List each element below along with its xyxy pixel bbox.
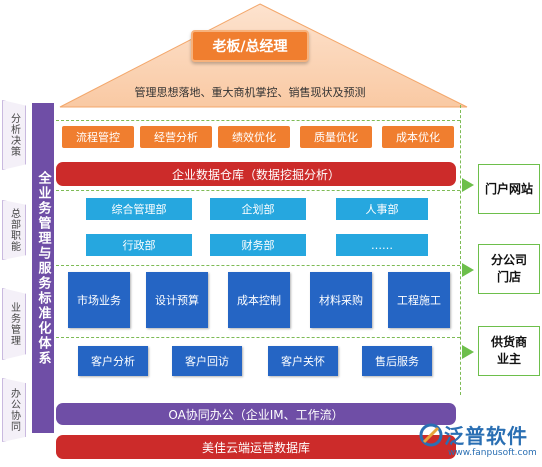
customer-item: 客户分析 [78, 346, 148, 376]
data-warehouse-label: 企业数据仓库（数据挖掘分析） [171, 167, 340, 182]
boss-label: 老板/总经理 [212, 39, 288, 55]
side-tag-business: 业务管理 [2, 288, 26, 360]
oa-label: OA协同办公（企业IM、工作流） [168, 407, 344, 422]
right-box: 分公司门店 [478, 244, 540, 294]
side-tag-analysis: 分析决策 [2, 100, 26, 170]
right-box: 供货商业主 [478, 326, 540, 376]
arrow-icon [462, 263, 474, 277]
analysis-item: 经营分析 [140, 126, 212, 148]
divider-line [56, 190, 460, 191]
business-item: 成本控制 [228, 272, 290, 328]
analysis-item: 质量优化 [300, 126, 372, 148]
department-item: 综合管理部 [86, 198, 192, 220]
boss-box: 老板/总经理 [191, 30, 309, 62]
business-item: 工程施工 [388, 272, 450, 328]
side-tag-office: 办公协同 [2, 378, 26, 442]
logo-icon [419, 423, 443, 447]
data-warehouse-bar: 企业数据仓库（数据挖掘分析） [56, 162, 456, 186]
watermark-logo: 泛普软件 www.fanpusoft.com [418, 418, 542, 464]
oa-bar: OA协同办公（企业IM、工作流） [56, 403, 456, 425]
divider-line [56, 120, 460, 121]
divider-line [56, 265, 460, 266]
frame-right-line [460, 105, 461, 395]
pillar: 全业务管理与服务标准化体系 [32, 103, 54, 433]
department-item: 人事部 [336, 198, 428, 220]
logo-url: www.fanpusoft.com [448, 448, 537, 458]
customer-item: 售后服务 [362, 346, 432, 376]
analysis-item: 流程管控 [62, 126, 134, 148]
right-box: 门户网站 [478, 164, 540, 214]
business-item: 材料采购 [310, 272, 372, 328]
roof-subtitle: 管理思想落地、重大商机掌控、销售现状及预测 [134, 86, 366, 99]
department-item: 财务部 [210, 234, 306, 256]
side-tags: 分析决策 总部职能 业务管理 办公协同 [0, 98, 28, 458]
analysis-item: 绩效优化 [218, 126, 290, 148]
arrow-icon [462, 178, 474, 192]
arrow-icon [462, 345, 474, 359]
analysis-item: 成本优化 [382, 126, 454, 148]
customer-item: 客户关怀 [268, 346, 338, 376]
divider-line [56, 337, 460, 338]
department-item: 行政部 [86, 234, 192, 256]
cloud-database-bar: 美佳云端运营数据库 [56, 435, 456, 459]
cloud-database-label: 美佳云端运营数据库 [201, 440, 310, 455]
logo-name: 泛普软件 [444, 424, 528, 448]
business-item: 设计预算 [146, 272, 208, 328]
department-item: …… [336, 234, 428, 256]
business-item: 市场业务 [68, 272, 130, 328]
pillar-label: 全业务管理与服务标准化体系 [35, 170, 51, 366]
department-item: 企划部 [210, 198, 306, 220]
customer-item: 客户回访 [172, 346, 242, 376]
side-tag-headquarters: 总部职能 [2, 200, 26, 260]
